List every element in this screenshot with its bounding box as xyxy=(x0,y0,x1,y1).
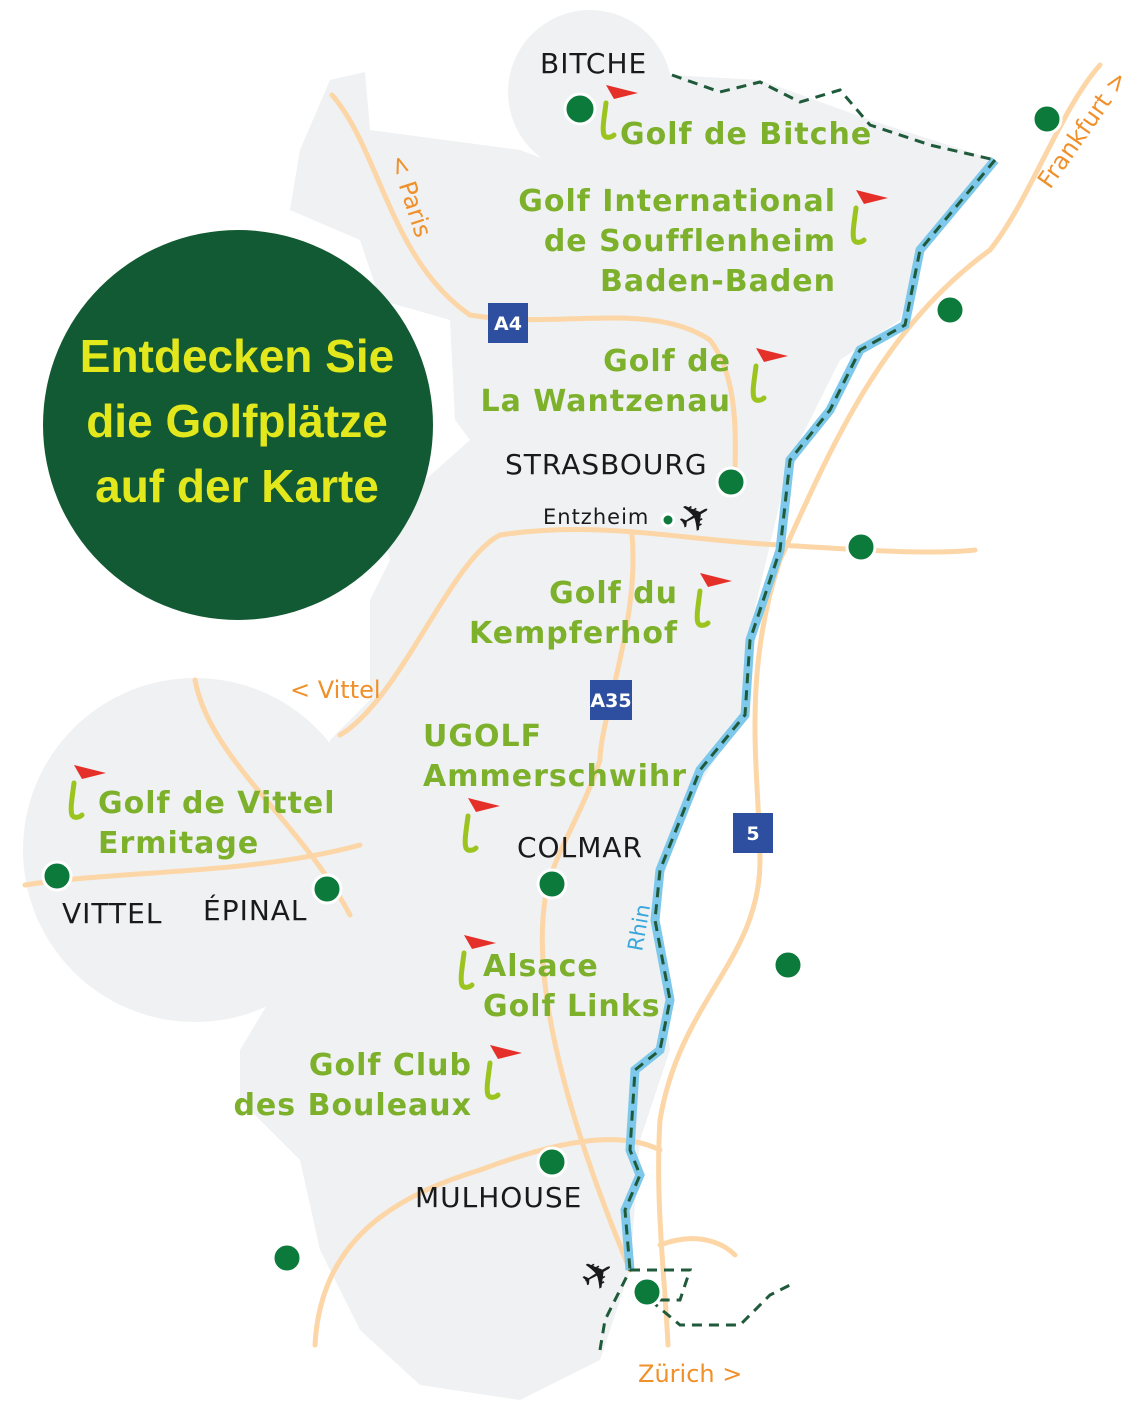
city-bitche: BITCHE xyxy=(540,47,647,80)
city-dots xyxy=(41,92,1063,1308)
golf-soufflenheim[interactable]: Golf International de Soufflenheim Baden… xyxy=(518,184,836,299)
svg-text:Golf Club: Golf Club xyxy=(309,1048,472,1083)
region-land xyxy=(23,10,995,1400)
city-strasbourg: STRASBOURG xyxy=(505,448,708,481)
svg-text:UGOLF: UGOLF xyxy=(423,719,542,754)
city-mulhouse: MULHOUSE xyxy=(415,1181,582,1214)
svg-text:Golf de: Golf de xyxy=(603,344,731,379)
border-line-north xyxy=(671,73,996,162)
svg-text:Ermitage: Ermitage xyxy=(98,826,259,861)
title-line-1: Entdecken Sie xyxy=(80,330,394,382)
svg-text:des Bouleaux: des Bouleaux xyxy=(233,1088,472,1123)
golf-alsace-links[interactable]: Alsace Golf Links xyxy=(483,949,661,1024)
city-vittel: VITTEL xyxy=(62,897,162,930)
border-line xyxy=(623,159,997,1271)
golf-bouleaux[interactable]: Golf Club des Bouleaux xyxy=(233,1048,472,1123)
golf-bitche[interactable]: Golf de Bitche xyxy=(620,117,872,152)
title-circle xyxy=(43,230,433,620)
svg-text:Kempferhof: Kempferhof xyxy=(469,616,678,651)
title-line-2: die Golfplätze xyxy=(86,395,388,447)
motorway-5: 5 xyxy=(733,813,773,853)
svg-text:Baden-Baden: Baden-Baden xyxy=(600,264,836,299)
motorway-a4: A4 xyxy=(488,303,528,343)
border-line-swiss xyxy=(598,1268,791,1351)
golf-kempferhof[interactable]: Golf du Kempferhof xyxy=(469,576,678,651)
city-colmar: COLMAR xyxy=(517,831,643,864)
city-epinal: ÉPINAL xyxy=(203,893,308,927)
svg-text:5: 5 xyxy=(746,823,759,845)
svg-text:A4: A4 xyxy=(494,313,522,335)
svg-text:Alsace: Alsace xyxy=(483,949,599,984)
city-entzheim: Entzheim xyxy=(543,505,649,529)
svg-text:A35: A35 xyxy=(590,690,631,712)
golf-wantzenau[interactable]: Golf de La Wantzenau xyxy=(480,344,731,419)
golf-ammerschwihr[interactable]: UGOLF Ammerschwihr xyxy=(423,719,687,794)
direction-zurich: Zürich > xyxy=(638,1360,742,1388)
svg-text:Golf de Vittel: Golf de Vittel xyxy=(98,786,336,821)
svg-text:Ammerschwihr: Ammerschwihr xyxy=(423,759,687,794)
svg-text:La Wantzenau: La Wantzenau xyxy=(480,384,731,419)
svg-text:Golf International: Golf International xyxy=(518,184,836,219)
svg-text:Golf Links: Golf Links xyxy=(483,989,661,1024)
direction-vittel: < Vittel xyxy=(290,676,381,704)
svg-text:Golf du: Golf du xyxy=(549,576,678,611)
golf-vittel[interactable]: Golf de Vittel Ermitage xyxy=(98,786,336,861)
title-line-3: auf der Karte xyxy=(95,460,379,512)
svg-text:de Soufflenheim: de Soufflenheim xyxy=(544,224,836,259)
motorway-a35: A35 xyxy=(590,680,632,720)
